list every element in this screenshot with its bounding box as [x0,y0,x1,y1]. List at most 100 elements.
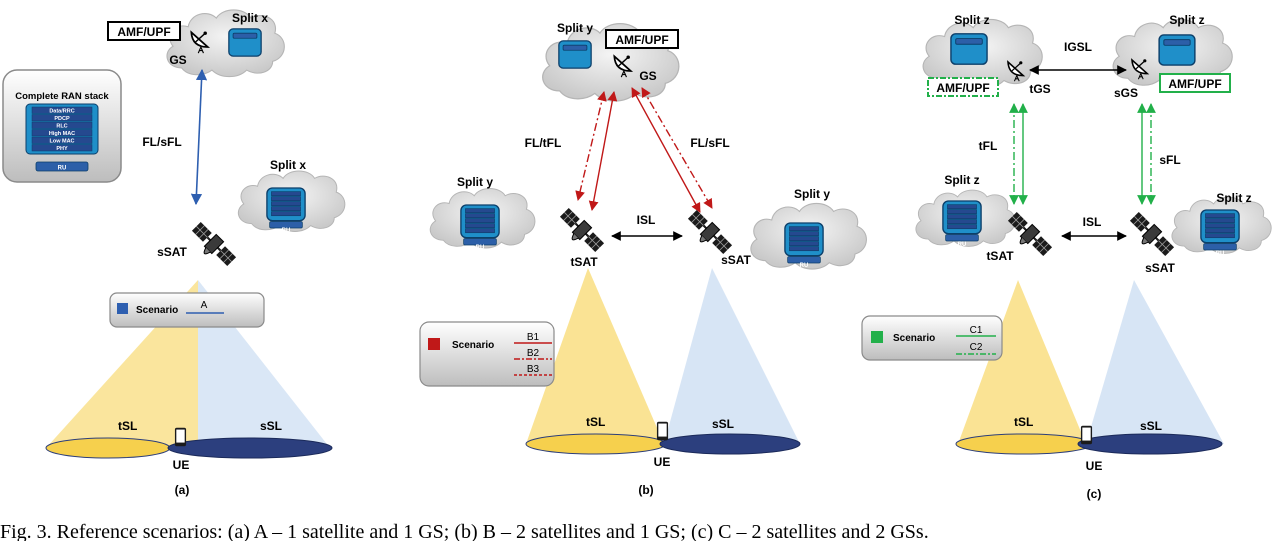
ru-label: RU [800,263,809,269]
ssl-label: sSL [1140,419,1162,433]
feeder-link [575,91,607,201]
tsl-label: tSL [1014,415,1033,429]
legend-item: A [201,300,208,311]
panel-label: (b) [638,483,653,497]
lower-split-unit [942,200,982,242]
ran-layer: PDCP [54,116,70,122]
feeder-link [190,68,208,206]
tsl-label: tSL [118,419,137,433]
feeder-link-label: FL/tFL [525,136,562,150]
lower-split-unit [266,187,306,229]
higher-split-unit [1158,34,1196,66]
feeder-link-label: FL/sFL [690,136,729,150]
legend-item: C1 [970,325,983,336]
panel-label: (c) [1087,487,1102,501]
higher-split-unit [950,33,988,65]
legend-scenario-label: Scenario [452,340,494,351]
split-label: Split z [1169,13,1204,27]
ssl-beam [1086,280,1224,444]
legend-b: Scenario B1 B2 B3 [419,321,555,387]
split-label: Split z [954,13,989,27]
ue-label: UE [654,455,671,469]
legend-item: B2 [527,348,540,359]
amf-upf-label: AMF/UPF [1168,77,1221,91]
amf-upf-box [1159,73,1231,93]
feeder-link-label: tFL [979,139,998,153]
legend-item: B3 [527,364,540,375]
ue-phone-icon [1080,425,1093,445]
split-label: Split y [557,21,593,35]
amf-upf-box [605,29,679,49]
gs-label: GS [169,53,186,67]
lower-split-unit [784,222,824,264]
legend-item: C2 [970,342,983,353]
figure-caption: Fig. 3. Reference scenarios: (a) A – 1 s… [0,522,929,541]
ru-label: RU [282,228,291,234]
feeder-link [631,87,701,213]
split-label: Split x [270,158,306,172]
panel-c: Split z AMF/UPF tGS Split z AMF/UPF sGS … [861,13,1272,501]
higher-split-unit [558,40,592,69]
feeder-link [588,91,618,211]
ran-layer: PHY [56,146,68,152]
sat-label: tSAT [986,249,1014,263]
legend-a: Scenario A [109,292,265,328]
ran-stack-title: Complete RAN stack [15,91,109,102]
panel-label: (a) [175,483,190,497]
legend-c: Scenario C1 C2 [861,315,1003,361]
ue-phone-icon [174,427,187,447]
lower-split-unit [460,204,500,246]
feeder-link-label: sFL [1159,153,1180,167]
split-label: Split y [457,175,493,189]
sat-label: sSAT [721,253,751,267]
igsl-label: IGSL [1064,40,1092,54]
ran-layer: High MAC [49,131,75,137]
amf-upf-box [927,77,999,97]
ran-layer: Data/RRC [49,109,74,115]
ru-label: RU [1216,251,1225,257]
ru-label: RU [476,245,485,251]
ran-stack-box: Complete RAN stack Data/RRC PDCP RLC Hig… [2,69,122,183]
ran-layer: Low MAC [49,139,74,145]
isl-label: ISL [1083,215,1102,229]
sat-label: sSAT [157,245,187,259]
feeder-link [641,87,713,209]
panel-a: Complete RAN stack Data/RRC PDCP RLC Hig… [2,9,346,497]
panel-b: Split y AMF/UPF GS FL/tFL FL/sFL RU Spli… [419,21,867,497]
gs-label: GS [639,69,656,83]
ue-label: UE [1086,459,1103,473]
satellite-icon [1126,209,1177,260]
legend-item: B1 [527,332,540,343]
amf-upf-label: AMF/UPF [117,25,170,39]
sat-label: tSAT [570,255,598,269]
amf-upf-label: AMF/UPF [615,33,668,47]
isl-label: ISL [637,213,656,227]
split-label: Split z [1216,191,1251,205]
split-label: Split z [944,173,979,187]
amf-upf-box [107,21,181,41]
feeder-link-label: FL/sFL [142,135,181,149]
satellite-icon [556,205,607,256]
ran-ru-label: RU [58,166,67,172]
higher-split-unit [228,28,262,57]
ssl-label: sSL [712,417,734,431]
sat-label: sSAT [1145,261,1175,275]
ue-label: UE [173,458,190,472]
tsl-beam [958,280,1086,444]
split-label: Split x [232,11,268,25]
legend-scenario-label: Scenario [893,333,935,344]
legend-scenario-label: Scenario [136,305,178,316]
ue-phone-icon [656,421,669,441]
tsl-label: tSL [586,415,605,429]
gs-label: sGS [1114,86,1138,100]
ssl-beam [664,268,800,444]
ran-layer: RLC [56,124,67,130]
gs-label: tGS [1029,82,1050,96]
satellite-icon [684,207,735,258]
split-label: Split y [794,187,830,201]
amf-upf-label: AMF/UPF [936,81,989,95]
lower-split-unit [1200,209,1240,251]
satellite-icon [188,219,239,270]
ssl-label: sSL [260,419,282,433]
